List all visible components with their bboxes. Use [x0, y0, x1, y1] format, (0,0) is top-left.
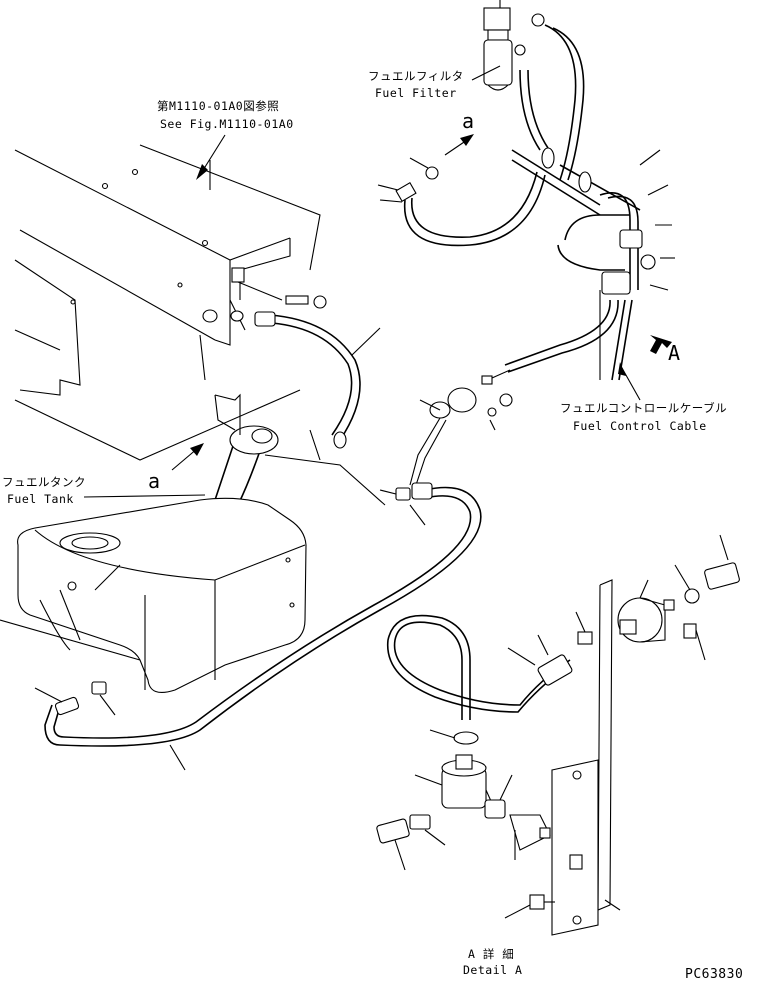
supply-hose-loop	[34, 482, 482, 771]
ref-a-lower: a	[148, 443, 204, 493]
leader-lines	[264, 454, 401, 506]
fuel-tank-jp-label: フュエルタンク	[2, 475, 86, 489]
see-fig-jp-label: 第M1110-01A0図参照	[157, 99, 279, 113]
fuel-control-cable-jp-label: フュエルコントロールケーブル	[560, 401, 727, 415]
return-hose	[229, 299, 381, 461]
fuel-filter-jp-label: フュエルフィルタ	[368, 69, 464, 83]
drawing-code: PC63830	[685, 967, 743, 982]
detail-en-label: Detail A	[463, 963, 522, 977]
detail-jp-label: A 詳 細	[468, 947, 514, 961]
ref-a-upper-label: a	[462, 109, 474, 133]
ref-a-lower-label: a	[148, 469, 160, 493]
upper-fuel-hose	[377, 157, 546, 247]
fuel-control-cable-en-label: Fuel Control Cable	[573, 419, 707, 433]
bracket-bolts	[202, 267, 327, 323]
detail-a-label: A 詳 細 Detail A	[463, 947, 522, 977]
fuel-tank	[0, 497, 307, 693]
fuel-filter-label: フュエルフィルタ Fuel Filter	[368, 65, 501, 100]
detail-a	[376, 534, 740, 936]
ref-a-upper: a	[444, 109, 474, 156]
view-arrow-icon	[650, 335, 672, 354]
fuel-control-cable-label: フュエルコントロールケーブル Fuel Control Cable	[560, 362, 727, 433]
arrow-head-icon	[618, 362, 626, 376]
arrow-head-icon	[460, 134, 474, 146]
view-arrow-a-label: A	[668, 341, 680, 365]
arrow-head-icon	[196, 164, 208, 180]
view-arrow-a: A	[650, 335, 680, 365]
fuel-filter-assembly	[483, 0, 585, 181]
fuel-tank-en-label: Fuel Tank	[7, 492, 74, 506]
fuel-gauge-sender	[409, 369, 513, 486]
engine-side-pipes	[504, 147, 675, 381]
fuel-filter-en-label: Fuel Filter	[375, 86, 457, 100]
see-fig-en-label: See Fig.M1110-01A0	[160, 117, 294, 131]
fuel-tank-label: フュエルタンク Fuel Tank	[2, 475, 206, 506]
frame-cover-panel	[14, 144, 321, 461]
see-fig-reference: 第M1110-01A0図参照 See Fig.M1110-01A0	[157, 99, 294, 180]
arrow-head-icon	[190, 443, 204, 456]
